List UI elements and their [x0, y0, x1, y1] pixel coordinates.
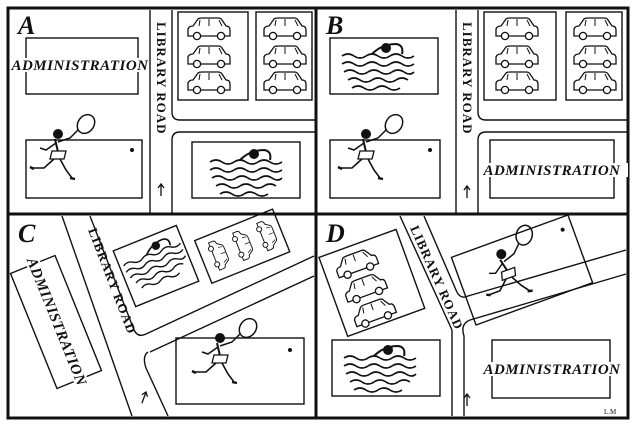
panel-d-letter: D: [325, 219, 345, 248]
library-road-a: [150, 10, 316, 214]
car-icon: [206, 238, 231, 271]
road-label-a: LIBRARY ROAD: [154, 22, 169, 135]
artist-signature: L.M: [604, 408, 617, 416]
swimmer-icon: [210, 149, 282, 196]
car-icon: [188, 72, 230, 94]
car-icon: [574, 46, 616, 68]
panel-d: D LIBRARY ROAD ADMINISTRATION L.M: [319, 207, 626, 416]
car-icon: [496, 72, 538, 94]
admin-label-a: ADMINISTRATION: [10, 58, 149, 74]
swimmer-icon: [120, 233, 192, 293]
car-icon: [230, 228, 255, 261]
car-icon: [254, 219, 279, 252]
tennis-player-icon: [30, 111, 98, 179]
car-icon: [188, 46, 230, 68]
car-icon: [264, 46, 306, 68]
panel-b-letter: B: [325, 11, 343, 40]
road-label-d: LIBRARY ROAD: [407, 223, 466, 332]
swimmer-icon: [342, 43, 414, 90]
road-label-b: LIBRARY ROAD: [460, 22, 475, 135]
admin-label-d: ADMINISTRATION: [482, 362, 621, 378]
arrow-up-icon: [139, 391, 149, 404]
arrow-up-icon: [158, 184, 164, 196]
tennis-player-icon: [192, 315, 260, 383]
arrow-up-icon: [464, 186, 470, 198]
car-icon: [188, 18, 230, 40]
library-road-b: [456, 10, 628, 214]
library-road-d: [400, 216, 626, 416]
car-icon: [574, 72, 616, 94]
car-icon: [574, 18, 616, 40]
panel-a: A LIBRARY ROAD ADMINISTRATION: [10, 10, 316, 214]
car-icon: [496, 18, 538, 40]
car-icon: [264, 72, 306, 94]
tennis-court-c: [176, 338, 304, 404]
admin-label-b: ADMINISTRATION: [482, 163, 621, 179]
tennis-court-d: [451, 215, 592, 325]
road-label-c: LIBRARY ROAD: [85, 226, 139, 336]
swimmer-icon: [344, 345, 416, 392]
car-icon: [264, 18, 306, 40]
panel-c: C LIBRARY ROAD ADMINISTRATION: [5, 209, 314, 416]
panel-c-letter: C: [18, 219, 36, 248]
admin-label-c: ADMINISTRATION: [23, 255, 90, 390]
panel-b: B LIBRARY ROAD ADMINISTRATION: [325, 10, 628, 214]
panel-a-letter: A: [16, 11, 35, 40]
car-icon: [496, 46, 538, 68]
arrow-up-icon: [464, 394, 470, 406]
tennis-court-b: [330, 140, 440, 198]
tennis-player-icon: [338, 111, 406, 179]
